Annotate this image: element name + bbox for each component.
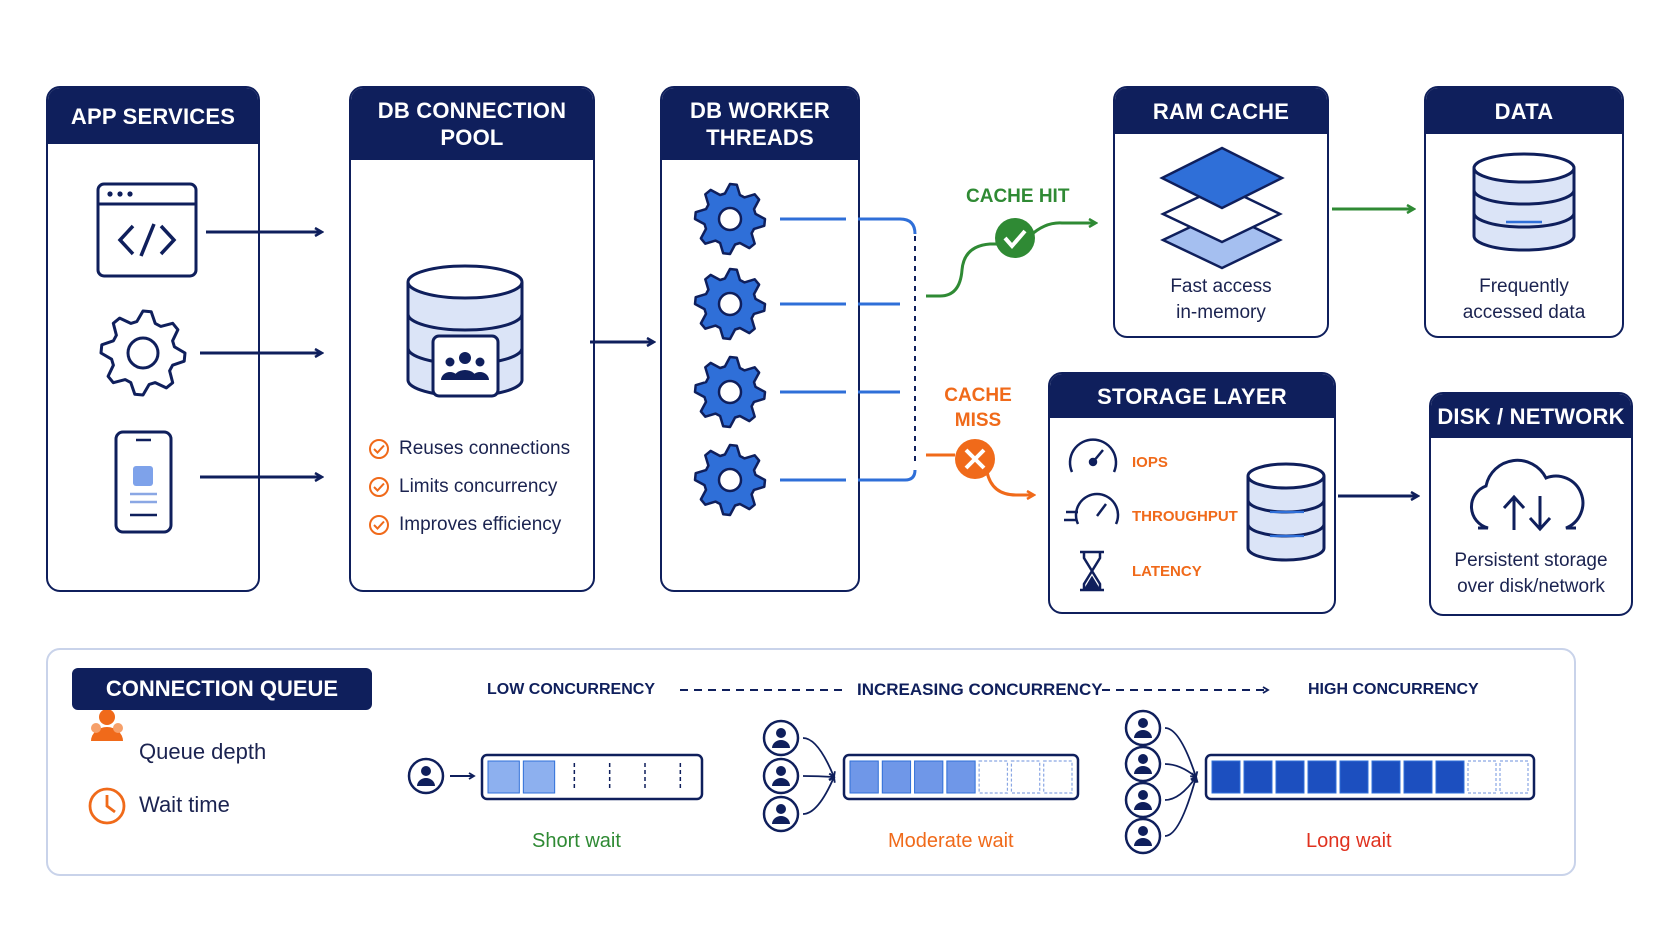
short-wait-label: Short wait (532, 830, 621, 852)
ram-cache-desc: Fast access in-memory (1170, 276, 1272, 323)
connection-queue-title: CONNECTION QUEUE (72, 668, 372, 710)
disk-network-desc: Persistent storage over disk/network (1454, 550, 1608, 597)
connection-queue-panel (46, 648, 1576, 876)
queue-slot-filled (881, 760, 912, 794)
queue-person-3-3 (1124, 781, 1162, 819)
db-workers-title: DB WORKER THREADS (662, 88, 858, 160)
app-services-card: APP SERVICES (46, 86, 260, 592)
clock-icon (88, 787, 126, 825)
queue-person-2-3 (762, 795, 800, 833)
check-icon (369, 439, 389, 459)
data-desc: Frequently accessed data (1462, 276, 1586, 323)
gear-icon (135, 312, 193, 354)
hourglass-icon (1080, 550, 1104, 592)
queue-person-3-1 (1124, 709, 1162, 747)
queue-slot-filled (487, 760, 520, 794)
queue-slot-filled (1275, 760, 1305, 794)
disk-network-title: DISK / NETWORK (1431, 394, 1631, 438)
metric-latency: LATENCY (1132, 563, 1202, 580)
queue-slot-empty (1467, 760, 1497, 794)
gauge-icon (1068, 438, 1118, 473)
disk-network-card: DISK / NETWORK Persistent storage over d… (1429, 392, 1633, 616)
long-wait-label: Long wait (1306, 830, 1392, 852)
data-title: DATA (1426, 88, 1622, 134)
queue-slot-filled (849, 760, 879, 794)
queue-slot-filled (1339, 760, 1369, 794)
cache-miss-label: CACHE MISS (944, 385, 1012, 431)
low-concurrency-label: LOW CONCURRENCY (487, 681, 655, 698)
queue-slot-filled (522, 760, 556, 794)
x-circle-icon (955, 439, 995, 479)
queue-slot-empty (1043, 760, 1073, 794)
cloud-upload-download-icon (1469, 458, 1585, 532)
db-pool-title: DB CONNECTION POOL (351, 88, 593, 160)
app-gear-icon (99, 309, 187, 397)
queue-slot-empty (1010, 760, 1041, 794)
data-database-icon (1472, 152, 1576, 252)
legend-wait-time: Wait time (139, 792, 230, 817)
app-services-title: APP SERVICES (48, 88, 258, 144)
db-workers-title-line2: THREADS (706, 125, 814, 150)
storage-database-icon (1246, 462, 1326, 562)
queue-depth-icon (91, 709, 123, 741)
queue-slot-filled (1211, 760, 1241, 794)
mobile-phone-icon (114, 430, 173, 534)
legend-queue-depth: Queue depth (139, 739, 267, 764)
increasing-concurrency-label: INCREASING CONCURRENCY (857, 680, 1103, 699)
queue-slot-empty (1499, 760, 1529, 794)
db-pool-title-line2: POOL (440, 125, 504, 150)
queue-diagram (407, 709, 1536, 855)
speed-gauge-icon (1064, 492, 1120, 525)
metric-throughput: THROUGHPUT (1132, 508, 1238, 525)
layers-icon (1159, 146, 1285, 270)
pool-database-icon (406, 264, 524, 398)
check-circle-icon (995, 218, 1035, 258)
db-workers-title-line1: DB WORKER (690, 98, 830, 123)
worker-gears (693, 182, 767, 517)
queue-slot-filled (946, 760, 976, 794)
moderate-wait-label: Moderate wait (888, 830, 1014, 852)
queue-slot-filled (1403, 760, 1433, 794)
queue-person-3-4 (1124, 817, 1162, 855)
ram-cache-title: RAM CACHE (1115, 88, 1327, 134)
queue-person-2-1 (762, 719, 800, 757)
queue-slot-filled (1243, 760, 1273, 794)
queue-person-2-2 (762, 757, 800, 795)
app-gear (99, 309, 187, 397)
cache-hit-label: CACHE HIT (966, 186, 1070, 207)
check-icon (369, 477, 389, 497)
queue-slot-filled (1435, 760, 1465, 794)
queue-slot-filled (914, 760, 944, 794)
db-workers-card: DB WORKER THREADS (660, 86, 860, 592)
pool-feature-3: Improves efficiency (369, 514, 561, 536)
pool-feature-1: Reuses connections (369, 438, 570, 460)
worker-connectors (780, 217, 917, 482)
storage-layer-title: STORAGE LAYER (1050, 374, 1334, 418)
queue-person-1-1 (407, 757, 445, 795)
check-icon (369, 515, 389, 535)
db-pool-title-line1: DB CONNECTION (377, 98, 567, 123)
metric-iops: IOPS (1132, 454, 1168, 471)
high-concurrency-label: HIGH CONCURRENCY (1308, 681, 1479, 698)
queue-slot-filled (1371, 760, 1401, 794)
queue-person-3-2 (1124, 745, 1162, 783)
code-window-icon (96, 182, 198, 278)
queue-slot-empty (978, 760, 1009, 794)
queue-slot-filled (1307, 760, 1337, 794)
pool-feature-2: Limits concurrency (369, 476, 557, 498)
